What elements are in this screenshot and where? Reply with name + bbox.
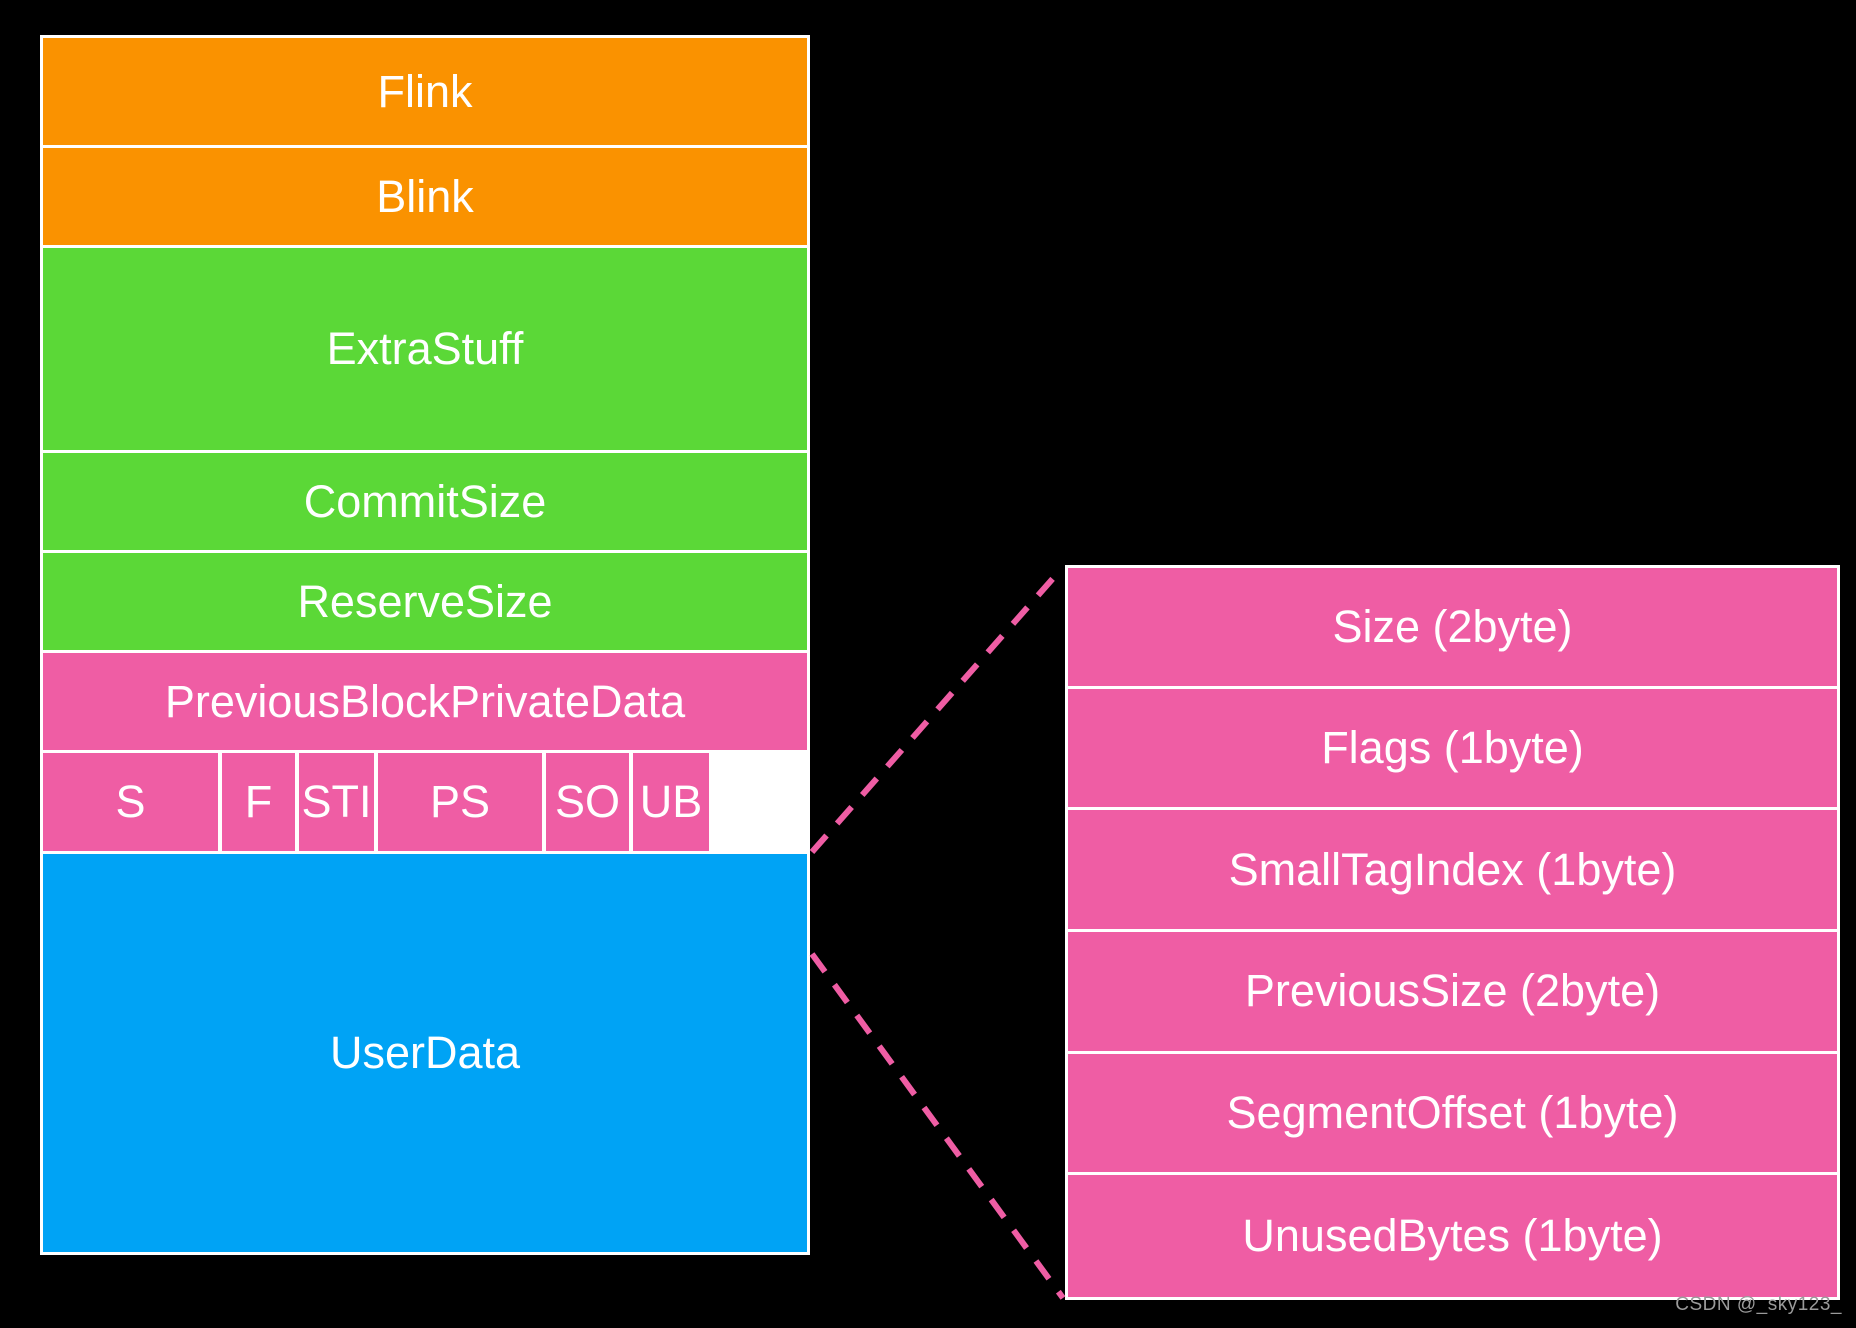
heap-entry-header-detail: Size (2byte)Flags (1byte)SmallTagIndex (… <box>1065 565 1840 1300</box>
header-segment-s: S <box>43 753 218 851</box>
connector-bottom <box>809 952 1066 1300</box>
struct-row-previousblockprivatedata: PreviousBlockPrivateData <box>43 653 807 753</box>
struct-row-blink: Blink <box>43 148 807 248</box>
detail-row-previoussize: PreviousSize (2byte) <box>1068 932 1837 1054</box>
header-segment-ps: PS <box>378 753 542 851</box>
header-segment-ub: UB <box>633 753 709 851</box>
struct-row-commitsize: CommitSize <box>43 453 807 553</box>
struct-row-extrastuff: ExtraStuff <box>43 248 807 453</box>
struct-row-flink: Flink <box>43 38 807 148</box>
detail-row-size: Size (2byte) <box>1068 568 1837 689</box>
struct-row-reservesize: ReserveSize <box>43 553 807 653</box>
header-segment-so: SO <box>546 753 629 851</box>
detail-row-smalltagindex: SmallTagIndex (1byte) <box>1068 810 1837 933</box>
detail-row-segmentoffset: SegmentOffset (1byte) <box>1068 1053 1837 1176</box>
watermark-label: CSDN @_sky123_ <box>1675 1294 1842 1315</box>
header-segment-f: F <box>222 753 295 851</box>
detail-row-flags: Flags (1byte) <box>1068 688 1837 811</box>
header-segment-sti: STI <box>299 753 374 851</box>
detail-row-unusedbytes: UnusedBytes (1byte) <box>1068 1175 1837 1298</box>
connector-top <box>809 565 1066 854</box>
struct-row-userdata: UserData <box>43 854 807 1252</box>
